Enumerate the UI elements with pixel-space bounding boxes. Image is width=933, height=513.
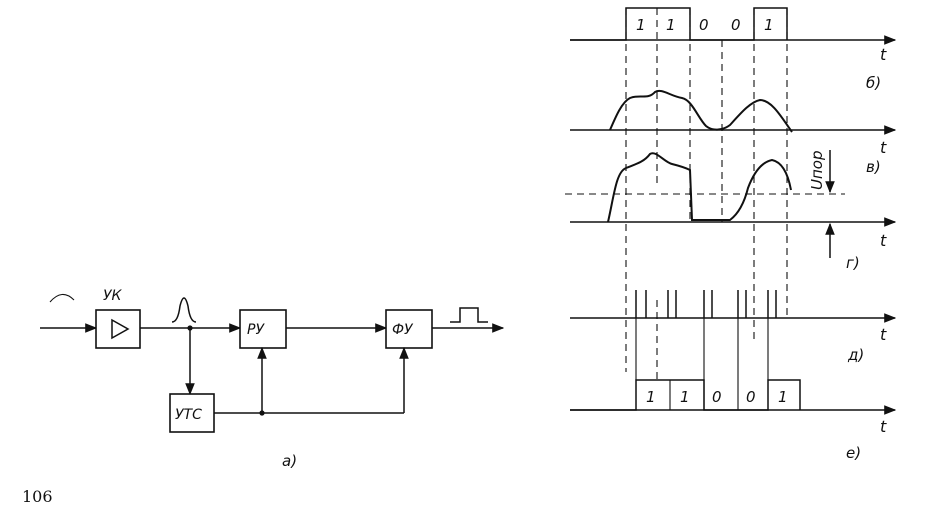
amplifier-block [95,309,141,349]
threshold-label: Uпор [808,151,826,191]
bit-bottom-5: 1 [778,388,788,406]
axis-t-3: t [880,231,887,250]
timing-diagrams: t t t t t 1 1 0 0 1 б) в) Uпор г) [565,7,897,462]
sampling-pulses [635,290,777,318]
bit-bottom-3: 0 [712,388,722,406]
sync-block [169,393,215,433]
axis-t-4: t [880,325,887,344]
output-square-pulse-icon [450,307,488,323]
regenerated-pulses [570,379,801,411]
panel-label-g: г) [846,254,860,272]
shaper-block [385,309,433,349]
amplifier-triangle-icon [111,318,130,340]
bit-top-1: 1 [636,16,646,34]
bit-top-3: 0 [699,16,709,34]
block-diagram: УК РУ ФУ УТС а) [40,288,505,470]
bit-top-5: 1 [764,16,774,34]
axis-t-5: t [880,417,887,436]
axis-t-1: t [880,45,887,64]
bit-top-2: 1 [666,16,676,34]
bit-bottom-4: 0 [746,388,756,406]
received-signal-b [609,89,793,133]
input-signal-arc [49,293,75,303]
bit-bottom-1: 1 [646,388,656,406]
panel-label-b: б) [866,74,881,92]
pulse-icon [171,297,197,323]
amplified-signal-v [607,152,792,223]
bit-bottom-2: 1 [680,388,690,406]
axis-t-2: t [880,138,887,157]
panel-label-d: д) [847,346,864,364]
sync-label: УТС [175,407,202,423]
caption-a: а) [282,452,297,470]
decision-label: РУ [247,322,265,338]
panel-label-v: в) [866,158,881,176]
shaper-label: ФУ [392,322,414,338]
page-number: 106 [22,487,53,506]
amplifier-label: УК [103,288,123,304]
bit-top-4: 0 [731,16,741,34]
transmitted-pulses [570,7,788,41]
panel-label-e: е) [846,444,861,462]
